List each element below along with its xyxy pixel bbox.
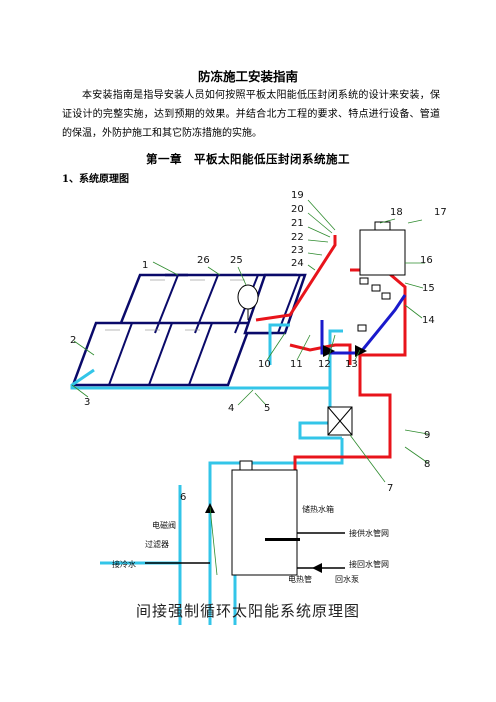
num-25: 25 <box>230 255 243 266</box>
num-14: 14 <box>422 315 435 326</box>
num-8: 8 <box>424 459 430 470</box>
num-24: 24 <box>291 258 304 269</box>
num-15: 15 <box>422 283 435 294</box>
label-cold-water: 接冷水 <box>112 559 136 569</box>
num-1: 1 <box>142 260 148 271</box>
num-21: 21 <box>291 218 304 229</box>
circulation-pump <box>323 345 335 357</box>
page-title: 防冻施工安装指南 <box>197 69 298 84</box>
num-13: 13 <box>345 359 358 370</box>
intro-paragraph: 本安装指南是指导安装人员如何按照平板太阳能低压封闭系统的设计来安装，保证设计的完… <box>62 90 440 139</box>
network-lines <box>145 532 345 569</box>
num-16: 16 <box>420 255 433 266</box>
num-23: 23 <box>291 245 304 256</box>
storage-tank <box>231 469 298 576</box>
num-22: 22 <box>291 232 304 243</box>
diagram-caption: 间接强制循环太阳能系统原理图 <box>135 602 360 620</box>
collector-hatching <box>105 279 245 331</box>
num-20: 20 <box>291 204 304 215</box>
num-2: 2 <box>70 335 76 346</box>
num-17: 17 <box>434 207 447 218</box>
component-labels: 储热水箱 电磁阀 过滤器 接冷水 接供水管网 接回水管网 电热管 回水泵 <box>112 504 389 584</box>
label-solenoid-valve: 电磁阀 <box>152 520 176 530</box>
num-9: 9 <box>424 430 430 441</box>
num-6: 6 <box>180 492 186 503</box>
label-return-pump: 回水泵 <box>335 574 359 584</box>
num-7: 7 <box>387 483 393 494</box>
section-heading: 1、系统原理图 <box>62 174 129 185</box>
electric-heater-element <box>265 538 300 541</box>
leader-lines <box>71 199 429 576</box>
label-hot-water-supply: 接供水管网 <box>349 528 389 538</box>
blue-pipes <box>320 294 407 355</box>
num-3: 3 <box>84 397 90 408</box>
label-storage-tank: 储热水箱 <box>302 504 334 514</box>
component-numbers: 1 2 3 4 5 6 7 8 9 10 11 12 13 14 15 16 1… <box>70 190 447 503</box>
num-19: 19 <box>291 190 304 201</box>
label-electric-heater: 电热管 <box>288 574 312 584</box>
label-return-network: 接回水管网 <box>349 559 389 569</box>
num-11: 11 <box>290 359 303 370</box>
system-schematic: 1 2 3 4 5 6 7 8 9 10 11 12 13 14 15 16 1… <box>70 190 447 625</box>
label-filter: 过滤器 <box>145 539 169 549</box>
num-18: 18 <box>390 207 403 218</box>
chapter-heading: 第一章 平板太阳能低压封闭系统施工 <box>146 152 350 166</box>
num-26: 26 <box>197 255 210 266</box>
num-10: 10 <box>258 359 271 370</box>
num-12: 12 <box>318 359 331 370</box>
num-5: 5 <box>264 403 270 414</box>
expansion-tank <box>237 284 259 310</box>
num-4: 4 <box>228 403 234 414</box>
header-tank <box>359 229 406 276</box>
valve-cluster <box>357 277 391 332</box>
